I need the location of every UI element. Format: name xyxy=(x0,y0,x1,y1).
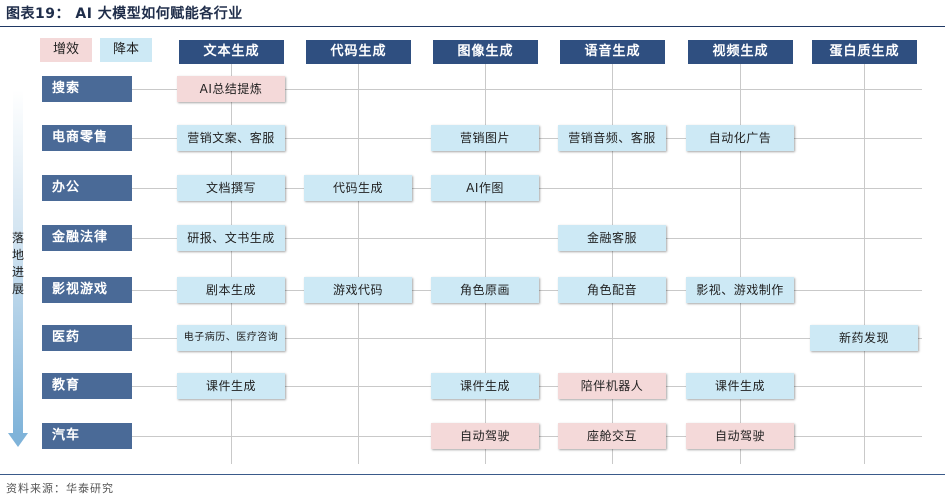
column-header: 蛋白质生成 xyxy=(812,40,917,64)
legend-decrease: 降本 xyxy=(100,38,152,62)
legend-increase: 增效 xyxy=(40,38,92,62)
row-header: 教育 xyxy=(42,373,132,399)
row-line xyxy=(132,89,922,90)
figure-title: 图表19： AI 大模型如何赋能各行业 xyxy=(6,6,243,22)
column-header: 文本生成 xyxy=(179,40,284,64)
matrix-cell: 剧本生成 xyxy=(177,277,285,303)
matrix-cell: 营销文案、客服 xyxy=(177,125,285,151)
row-header: 金融法律 xyxy=(42,225,132,251)
matrix-cell: 研报、文书生成 xyxy=(177,225,285,251)
row-header: 汽车 xyxy=(42,423,132,449)
column-line xyxy=(231,64,232,464)
row-line xyxy=(132,238,922,239)
matrix-cell: 课件生成 xyxy=(686,373,794,399)
matrix-cell: 金融客服 xyxy=(558,225,666,251)
column-line xyxy=(358,64,359,464)
matrix-cell: 文档撰写 xyxy=(177,175,285,201)
progress-arrow-shaft xyxy=(13,90,23,435)
matrix-cell: 代码生成 xyxy=(304,175,412,201)
arrow-down-icon xyxy=(8,433,28,447)
matrix-cell: 角色配音 xyxy=(558,277,666,303)
matrix-cell: 陪伴机器人 xyxy=(558,373,666,399)
matrix-cell: 电子病历、医疗咨询 xyxy=(177,325,285,351)
matrix-cell: 座舱交互 xyxy=(558,423,666,449)
row-header: 影视游戏 xyxy=(42,277,132,303)
column-line xyxy=(864,64,865,464)
column-line xyxy=(740,64,741,464)
matrix-cell: 影视、游戏制作 xyxy=(686,277,794,303)
row-header: 搜索 xyxy=(42,76,132,102)
column-header: 图像生成 xyxy=(433,40,538,64)
matrix-cell: 课件生成 xyxy=(431,373,539,399)
matrix-cell: AI作图 xyxy=(431,175,539,201)
column-line xyxy=(485,64,486,464)
matrix-cell: AI总结提炼 xyxy=(177,76,285,102)
row-line xyxy=(132,338,922,339)
matrix-cell: 自动化广告 xyxy=(686,125,794,151)
title-divider xyxy=(0,26,945,27)
row-header: 医药 xyxy=(42,325,132,351)
matrix-cell: 新药发现 xyxy=(810,325,918,351)
row-header: 电商零售 xyxy=(42,125,132,151)
matrix-cell: 自动驾驶 xyxy=(431,423,539,449)
matrix-cell: 游戏代码 xyxy=(304,277,412,303)
column-header: 视频生成 xyxy=(688,40,793,64)
source-note: 资料来源：华泰研究 xyxy=(6,482,114,495)
matrix-cell: 营销图片 xyxy=(431,125,539,151)
matrix-cell: 自动驾驶 xyxy=(686,423,794,449)
footer-divider xyxy=(0,474,945,475)
matrix-cell: 营销音频、客服 xyxy=(558,125,666,151)
matrix-cell: 角色原画 xyxy=(431,277,539,303)
matrix-cell: 课件生成 xyxy=(177,373,285,399)
row-header: 办公 xyxy=(42,175,132,201)
progress-axis-label: 落地进展 xyxy=(11,231,24,296)
column-line xyxy=(612,64,613,464)
column-header: 代码生成 xyxy=(306,40,411,64)
column-header: 语音生成 xyxy=(560,40,665,64)
